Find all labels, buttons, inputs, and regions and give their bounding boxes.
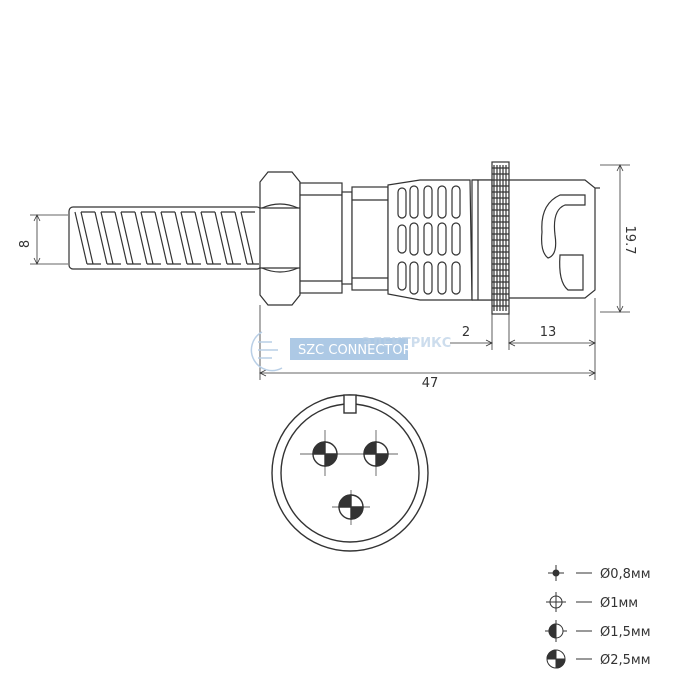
dim-diameter-spring: 8	[18, 240, 33, 248]
body-sleeve	[299, 182, 389, 294]
hex-nut	[259, 171, 301, 306]
knurled-ring	[491, 161, 510, 315]
watermark-logo-icon	[250, 331, 283, 372]
watermark: ЭЛЕКТРИКС SZC CONNECTOR	[250, 331, 451, 372]
front-key-slot	[343, 394, 357, 414]
dim-length-nose: 13	[540, 325, 557, 340]
legend-item-3: Ø2,5мм	[546, 649, 651, 669]
dim-width-knurl: 2	[462, 325, 470, 340]
pin-1.5-icon	[545, 620, 567, 642]
legend-item-1: Ø1мм	[546, 592, 638, 612]
contact-pin-right	[363, 441, 389, 467]
legend-label-1: Ø1мм	[600, 596, 638, 611]
contact-pin-left	[312, 441, 338, 467]
pin-2.5-icon	[546, 649, 566, 669]
pin-1-icon	[546, 592, 566, 612]
spring-relief	[68, 206, 262, 270]
legend-item-0: Ø0,8мм	[548, 565, 651, 582]
front-inner-ring	[280, 403, 420, 543]
legend-item-2: Ø1,5мм	[545, 620, 651, 642]
bayonet-nose	[508, 179, 600, 299]
legend-label-2: Ø1,5мм	[600, 625, 651, 640]
front-outer-ring	[271, 394, 429, 552]
pin-0.8-icon	[548, 565, 564, 581]
dim-total-length: 47	[422, 376, 439, 391]
watermark-overlay-text: ЭЛЕКТРИКС	[362, 336, 451, 351]
dim-height-coupling: 19.7	[622, 226, 637, 255]
watermark-badge	[290, 338, 408, 360]
legend-label-0: Ø0,8мм	[600, 567, 651, 582]
legend-label-3: Ø2,5мм	[600, 653, 651, 668]
watermark-brand-text: SZC CONNECTOR	[298, 343, 412, 358]
legend: Ø0,8мм Ø1мм Ø1,5мм	[545, 565, 651, 669]
contact-pin-bottom	[338, 494, 364, 520]
side-view	[68, 161, 600, 315]
front-view	[271, 394, 429, 552]
clamp-fingers	[387, 179, 493, 301]
